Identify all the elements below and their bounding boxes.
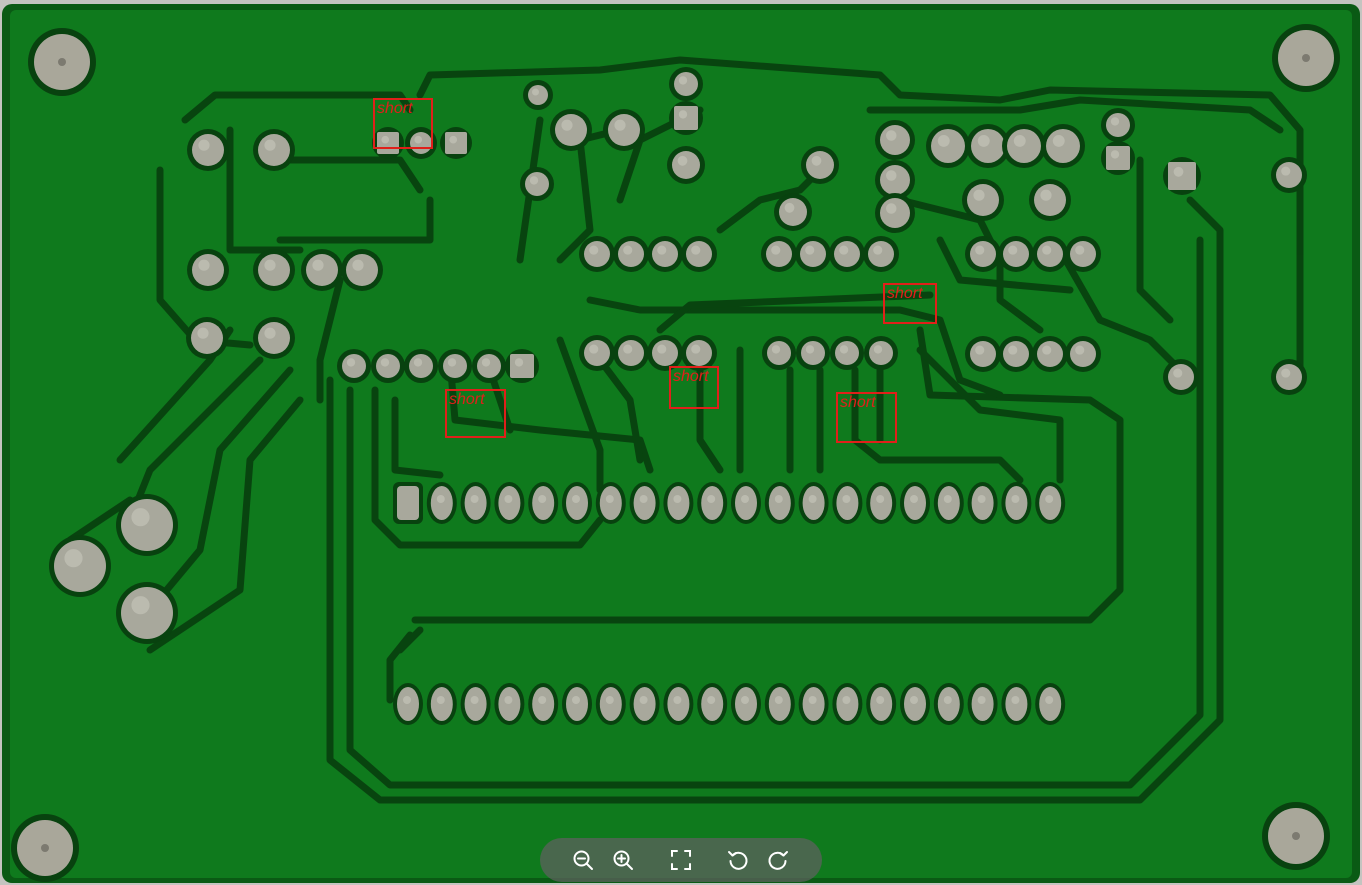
defect-box-short: short <box>883 283 937 324</box>
zoom-in-icon <box>613 850 633 870</box>
viewer-toolbar <box>540 838 822 882</box>
defect-label: short <box>377 100 413 117</box>
fullscreen-icon <box>671 850 691 870</box>
defect-label: short <box>673 368 709 385</box>
defect-box-short: short <box>669 366 719 409</box>
rotate-left-icon <box>728 851 748 870</box>
rotate-left-button[interactable] <box>722 844 754 876</box>
zoom-in-button[interactable] <box>607 844 639 876</box>
fullscreen-button[interactable] <box>665 844 697 876</box>
zoom-out-button[interactable] <box>567 844 599 876</box>
rotate-right-icon <box>768 851 788 870</box>
defect-label: short <box>887 285 923 302</box>
rotate-right-button[interactable] <box>762 844 794 876</box>
defect-box-short: short <box>836 392 897 443</box>
defect-label: short <box>840 394 876 411</box>
defect-label: short <box>449 391 485 408</box>
zoom-out-icon <box>573 850 593 870</box>
defect-box-short: short <box>445 389 506 438</box>
defect-box-short: short <box>373 98 433 149</box>
